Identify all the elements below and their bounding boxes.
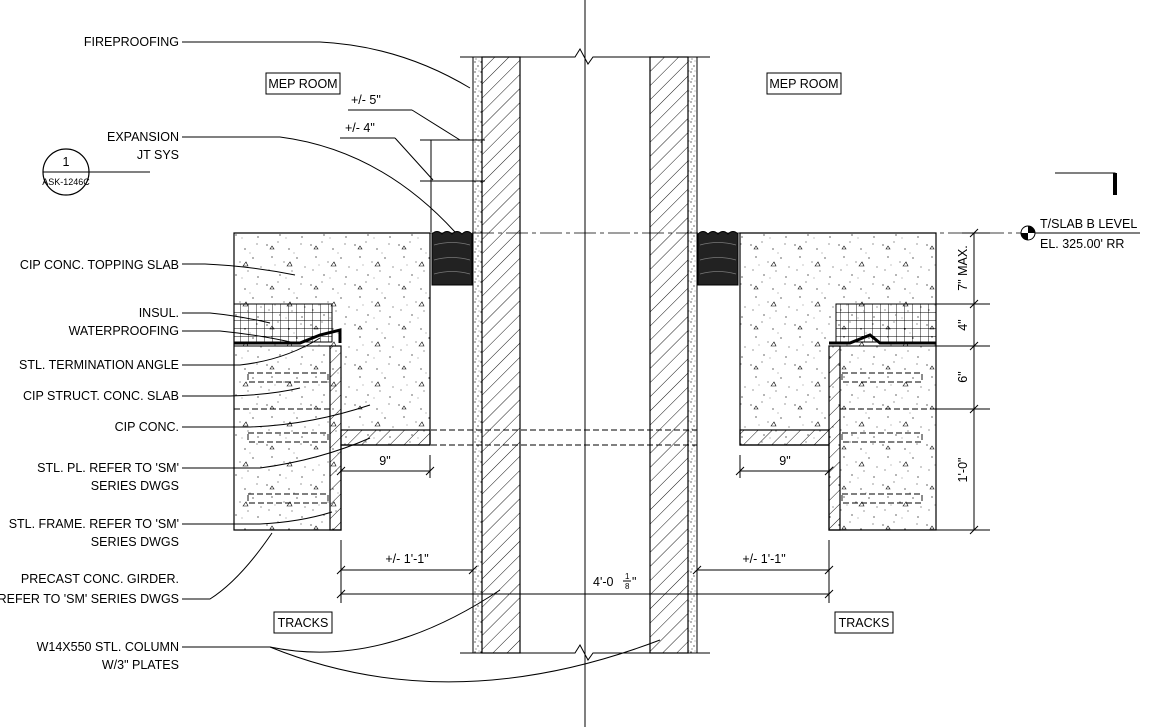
dim-one-one-right: +/- 1'-1": [742, 552, 785, 566]
dim-six: 6": [956, 371, 970, 382]
room-tag-mep-left: MEP ROOM: [265, 72, 341, 95]
label-stl-pl: STL. PL. REFER TO 'SM': [37, 461, 179, 475]
label-girder-2: REFER TO 'SM' SERIES DWGS: [0, 592, 179, 606]
dim-overall-inch: ": [632, 575, 636, 589]
level-name: T/SLAB B LEVEL: [1040, 217, 1137, 231]
label-struct-slab: CIP STRUCT. CONC. SLAB: [23, 389, 179, 403]
svg-text:TRACKS: TRACKS: [278, 616, 329, 630]
cut-line-symbol: [1055, 172, 1116, 195]
dim-nine-left: 9": [379, 454, 390, 468]
room-tag-tracks-left: TRACKS: [273, 611, 333, 634]
room-tag-tracks-right: TRACKS: [834, 611, 894, 634]
label-stl-frame: STL. FRAME. REFER TO 'SM': [9, 517, 179, 531]
label-cip-conc: CIP CONC.: [115, 420, 179, 434]
label-waterproofing: WATERPROOFING: [69, 324, 179, 338]
steel-column-left: [472, 56, 521, 654]
label-expansion-2: JT SYS: [137, 148, 179, 162]
label-stl-frame-2: SERIES DWGS: [91, 535, 179, 549]
section-marker: 1 ASK-1246C: [42, 148, 150, 196]
label-column-2: W/3" PLATES: [102, 658, 179, 672]
svg-text:MEP ROOM: MEP ROOM: [268, 77, 337, 91]
label-column: W14X550 STL. COLUMN: [37, 640, 179, 654]
label-expansion: EXPANSION: [107, 130, 179, 144]
label-stl-pl-2: SERIES DWGS: [91, 479, 179, 493]
concrete-slab-left: [233, 232, 697, 531]
dim-gap-5: +/- 5": [351, 93, 381, 107]
label-topping-slab: CIP CONC. TOPPING SLAB: [20, 258, 179, 272]
dim-overall: 4'-0: [593, 575, 614, 589]
level-elevation: EL. 325.00' RR: [1040, 237, 1124, 251]
label-fireproofing: FIREPROOFING: [84, 35, 179, 49]
svg-text:TRACKS: TRACKS: [839, 616, 890, 630]
leader-labels: FIREPROOFING EXPANSION JT SYS CIP CONC. …: [0, 35, 661, 683]
concrete-slab-right: [739, 232, 937, 531]
dim-four: 4": [956, 319, 970, 330]
section-sheet-ref: ASK-1246C: [42, 177, 90, 187]
break-line-top: [460, 48, 710, 65]
svg-text:MEP ROOM: MEP ROOM: [769, 77, 838, 91]
label-termination-angle: STL. TERMINATION ANGLE: [19, 358, 179, 372]
dim-one-foot: 1'-0": [956, 458, 970, 483]
expansion-joint-left: [431, 231, 473, 286]
dim-gap-4: +/- 4": [345, 121, 375, 135]
steel-column-right: [649, 56, 698, 654]
dim-one-one-left: +/- 1'-1": [385, 552, 428, 566]
room-tag-mep-right: MEP ROOM: [766, 72, 842, 95]
break-line-bottom: [460, 644, 710, 661]
dim-seven-max: 7" MAX.: [956, 245, 970, 290]
dim-nine-right: 9": [779, 454, 790, 468]
label-insul: INSUL.: [139, 306, 179, 320]
expansion-joint-right: [697, 231, 739, 286]
dim-overall-frac-den: 8: [625, 582, 630, 591]
section-number: 1: [63, 155, 70, 169]
level-marker: T/SLAB B LEVEL EL. 325.00' RR: [1020, 217, 1140, 251]
dimensions: +/- 5" +/- 4" 9" 9" +/- 1'-1" +/- 1'-1" …: [336, 93, 990, 603]
label-girder: PRECAST CONC. GIRDER.: [21, 572, 179, 586]
dim-overall-frac-num: 1: [625, 572, 630, 581]
